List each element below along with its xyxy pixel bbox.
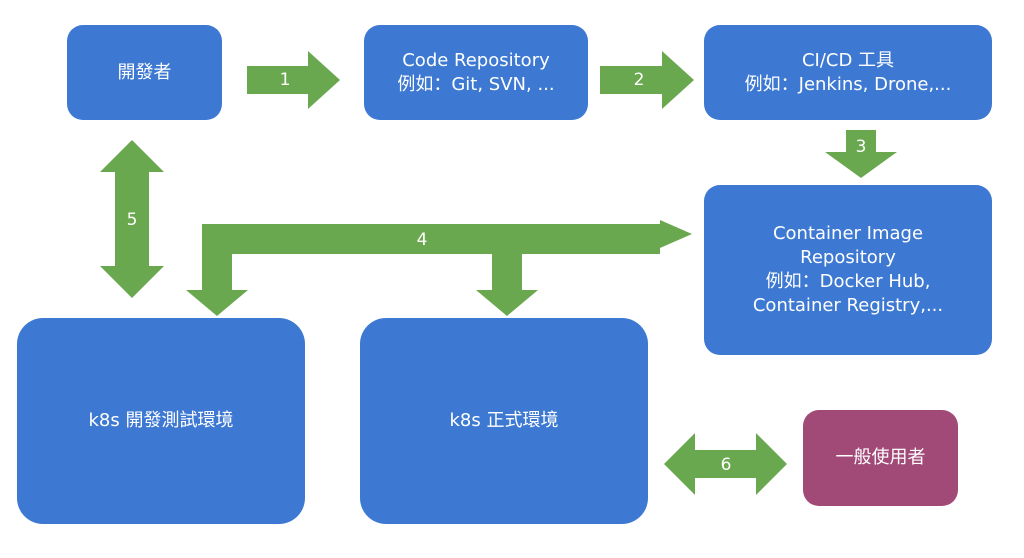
image-repository-title-line2: Repository: [800, 247, 896, 268]
image-repository-title-line1: Container Image: [772, 223, 924, 244]
arrow-3-label: 3: [855, 137, 867, 157]
cicd-tool-node: CI/CD 工具 例如：Jenkins, Drone,...: [704, 25, 992, 120]
image-repository-examples-line2: Container Registry,...: [752, 295, 944, 316]
arrow-5-label: 5: [126, 210, 138, 230]
end-user-label: 一般使用者: [835, 447, 926, 468]
k8s-production-environment-node: k8s 正式環境: [360, 318, 648, 524]
arrow-1-label: 1: [279, 70, 291, 90]
arrow-6-label: 6: [720, 455, 732, 475]
k8s-dev-test-label: k8s 開發測試環境: [88, 410, 234, 431]
k8s-dev-test-environment-node: k8s 開發測試環境: [17, 318, 305, 524]
arrow-5: [100, 140, 164, 298]
cicd-tool-examples: 例如：Jenkins, Drone,...: [744, 73, 952, 95]
code-repository-node: Code Repository 例如：Git, SVN, ...: [364, 25, 588, 120]
arrow-6: [664, 433, 787, 495]
arrow-4-label: 4: [416, 230, 428, 250]
k8s-production-label: k8s 正式環境: [449, 410, 559, 431]
arrow-1: [247, 51, 340, 109]
container-image-repository-node: Container Image Repository 例如：Docker Hub…: [704, 185, 992, 355]
cicd-tool-title: CI/CD 工具: [801, 49, 895, 71]
arrow-3: [825, 130, 897, 178]
arrow-2-label: 2: [633, 70, 645, 90]
arrow-4: [186, 220, 692, 316]
developer-label: 開發者: [117, 61, 172, 83]
end-user-node: 一般使用者: [803, 410, 958, 506]
code-repository-title: Code Repository: [402, 49, 550, 71]
arrow-2: [600, 51, 694, 109]
developer-node: 開發者: [67, 25, 222, 120]
code-repository-examples: 例如：Git, SVN, ...: [397, 73, 555, 95]
image-repository-examples-line1: 例如：Docker Hub,: [765, 271, 931, 292]
